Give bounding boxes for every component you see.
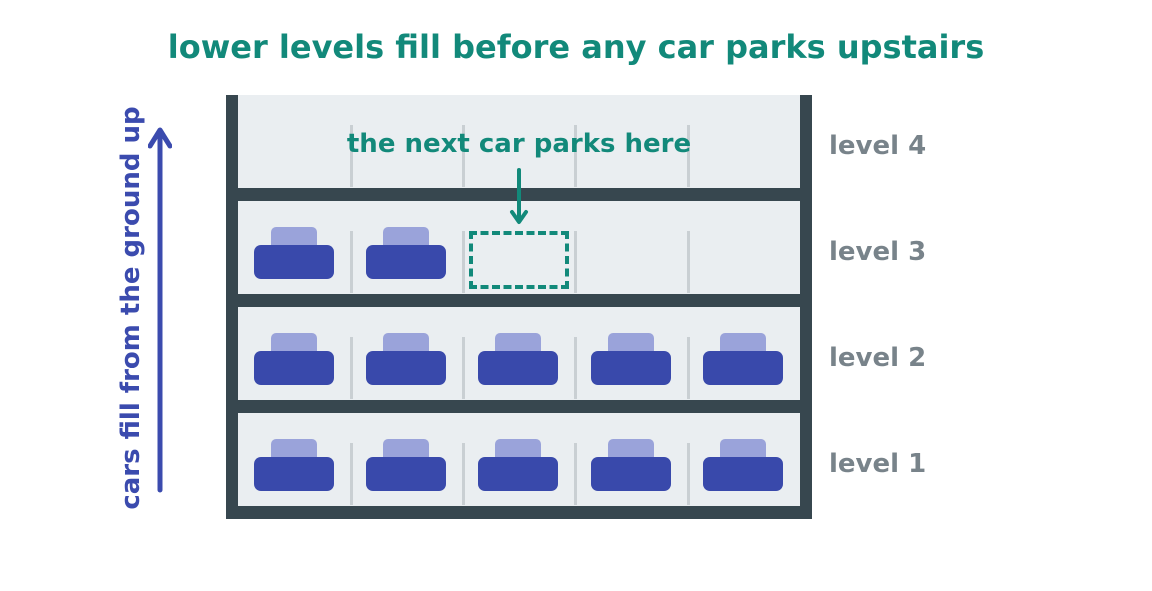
parking-garage: the next car parks here bbox=[226, 95, 812, 519]
car-icon bbox=[366, 333, 446, 393]
slot-divider bbox=[574, 231, 577, 293]
slot-divider bbox=[350, 337, 353, 399]
side-label: cars fill from the ground up bbox=[116, 106, 146, 510]
slot-divider bbox=[462, 125, 465, 187]
slot-divider bbox=[687, 443, 690, 505]
car-icon bbox=[366, 227, 446, 287]
level-label: level 2 bbox=[829, 343, 927, 373]
car-icon bbox=[254, 227, 334, 287]
diagram-title: lower levels fill before any car parks u… bbox=[167, 28, 985, 66]
level-label: level 4 bbox=[829, 131, 927, 161]
down-arrow-icon bbox=[510, 168, 528, 224]
slot-divider bbox=[574, 125, 577, 187]
car-body bbox=[366, 457, 446, 491]
car-icon bbox=[478, 439, 558, 499]
slot-divider bbox=[574, 443, 577, 505]
car-roof bbox=[495, 439, 541, 462]
slot-divider bbox=[350, 231, 353, 293]
car-icon bbox=[703, 439, 783, 499]
car-body bbox=[703, 457, 783, 491]
car-body bbox=[591, 457, 671, 491]
up-arrow-icon bbox=[148, 127, 172, 493]
slot-divider bbox=[462, 337, 465, 399]
car-roof bbox=[608, 439, 654, 462]
car-icon bbox=[591, 333, 671, 393]
car-roof bbox=[383, 439, 429, 462]
car-icon bbox=[591, 439, 671, 499]
slot-divider bbox=[350, 443, 353, 505]
car-body bbox=[366, 245, 446, 279]
slot-divider bbox=[462, 231, 465, 293]
garage-level bbox=[238, 307, 800, 400]
car-roof bbox=[608, 333, 654, 356]
car-body bbox=[254, 351, 334, 385]
car-icon bbox=[254, 333, 334, 393]
car-roof bbox=[383, 227, 429, 250]
car-body bbox=[254, 245, 334, 279]
car-roof bbox=[720, 333, 766, 356]
car-roof bbox=[271, 439, 317, 462]
car-body bbox=[366, 351, 446, 385]
slot-divider bbox=[687, 231, 690, 293]
slot-divider bbox=[350, 125, 353, 187]
car-body bbox=[254, 457, 334, 491]
car-body bbox=[478, 351, 558, 385]
car-body bbox=[591, 351, 671, 385]
car-roof bbox=[383, 333, 429, 356]
car-roof bbox=[720, 439, 766, 462]
slot-divider bbox=[462, 443, 465, 505]
car-icon bbox=[366, 439, 446, 499]
next-car-label: the next car parks here bbox=[346, 129, 692, 159]
slot-divider bbox=[687, 337, 690, 399]
car-roof bbox=[271, 333, 317, 356]
car-icon bbox=[254, 439, 334, 499]
garage-level bbox=[238, 201, 800, 294]
car-body bbox=[703, 351, 783, 385]
car-roof bbox=[495, 333, 541, 356]
car-body bbox=[478, 457, 558, 491]
level-label: level 3 bbox=[829, 237, 927, 267]
next-parking-slot bbox=[469, 231, 569, 289]
level-label: level 1 bbox=[829, 449, 927, 479]
car-icon bbox=[703, 333, 783, 393]
garage-level: the next car parks here bbox=[238, 95, 800, 188]
slot-divider bbox=[687, 125, 690, 187]
car-roof bbox=[271, 227, 317, 250]
garage-level bbox=[238, 413, 800, 506]
car-icon bbox=[478, 333, 558, 393]
slot-divider bbox=[574, 337, 577, 399]
